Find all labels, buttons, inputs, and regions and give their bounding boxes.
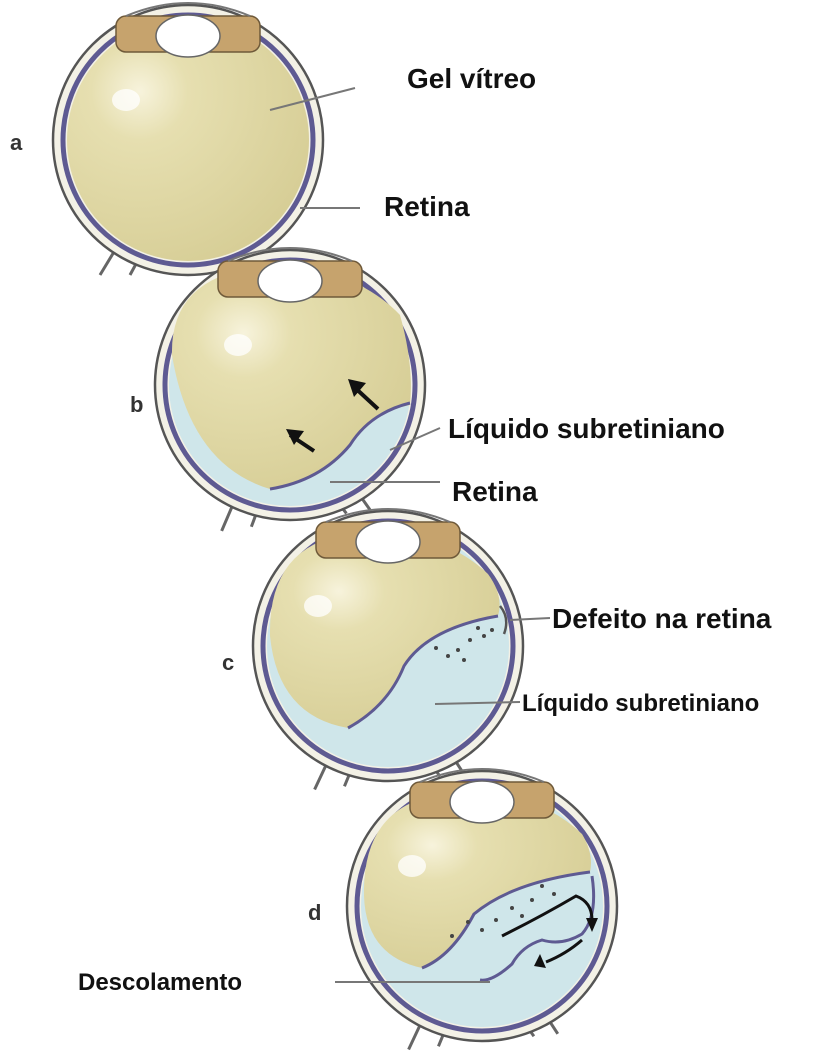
panel-letter-d: d [308, 900, 321, 926]
label-retina-b: Retina [452, 476, 538, 508]
highlight [224, 334, 252, 356]
highlight [112, 89, 140, 111]
eye-a [53, 3, 323, 275]
eye-d [347, 769, 617, 1049]
highlight [304, 595, 332, 617]
label-defeito-na-retina: Defeito na retina [552, 603, 771, 635]
label-retina-a: Retina [384, 191, 470, 223]
highlight [398, 855, 426, 877]
eye-b [155, 248, 425, 531]
eye-c [253, 509, 523, 789]
label-gel-vitreo: Gel vítreo [407, 63, 536, 95]
panel-letter-c: c [222, 650, 234, 676]
label-liquido-subretiniano-b: Líquido subretiniano [448, 413, 725, 445]
label-liquido-subretiniano-c: Líquido subretiniano [522, 690, 759, 718]
panel-letter-a: a [10, 130, 22, 156]
panel-letter-b: b [130, 392, 143, 418]
label-descolamento: Descolamento [78, 969, 242, 997]
